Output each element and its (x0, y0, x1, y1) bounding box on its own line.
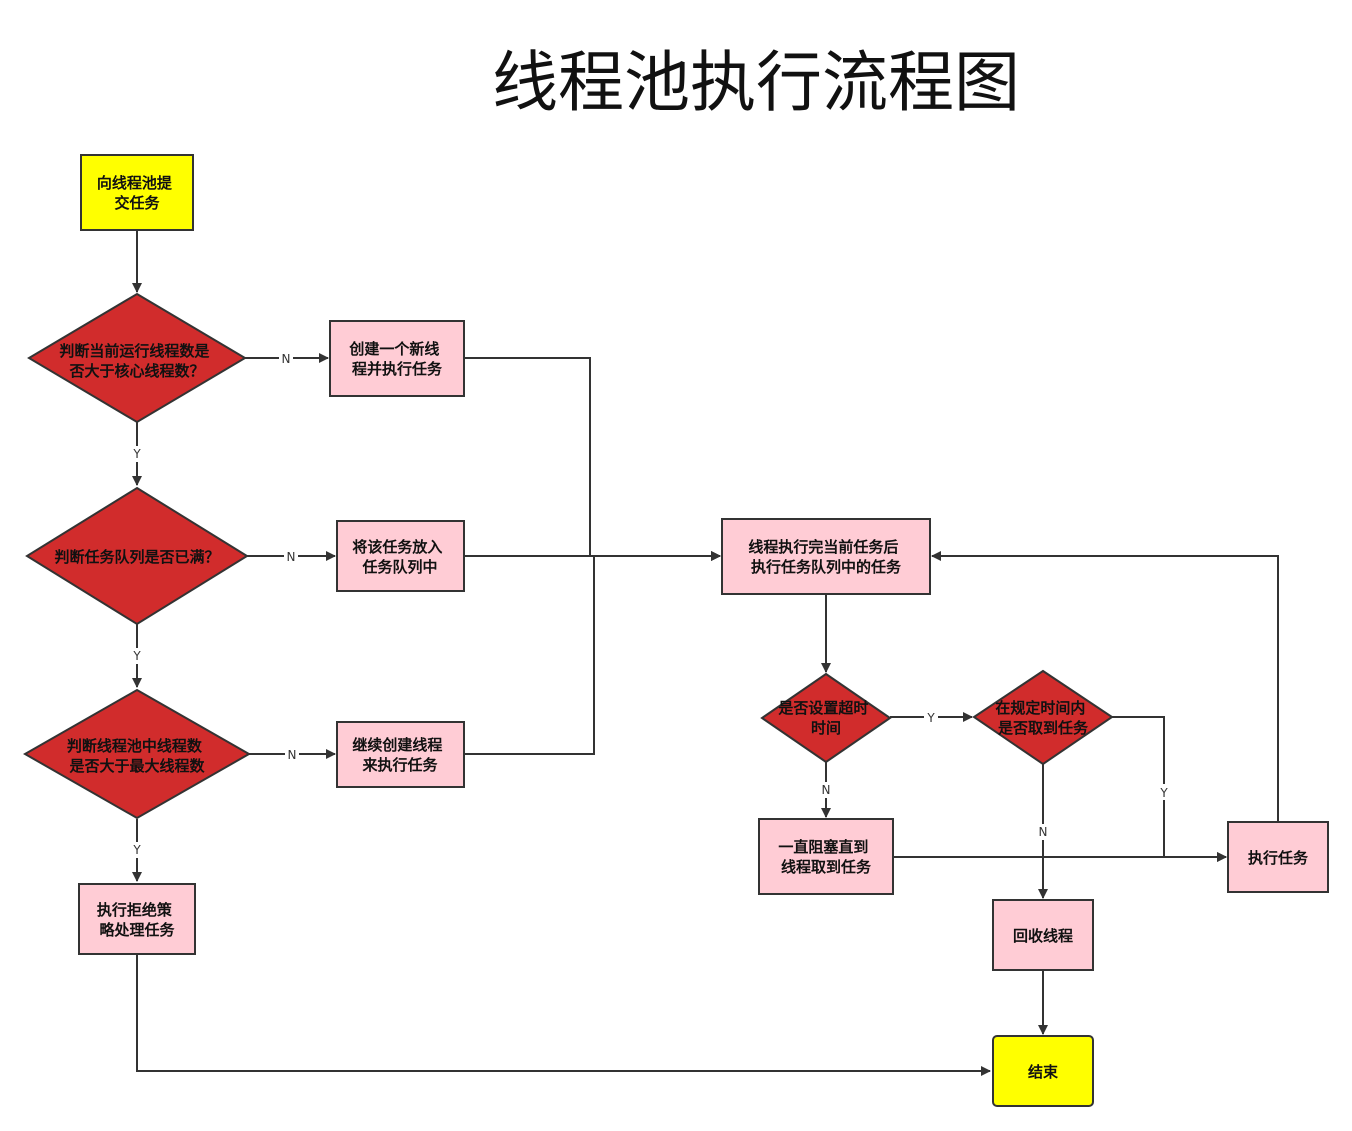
node-core-check-line-1: 判断当前运行线程数是 (59, 342, 210, 360)
edge-label-max-yes: Y (132, 843, 141, 857)
svg-text:结束: 结束 (1028, 1063, 1059, 1081)
node-finish-then-queue: 线程执行完当前任务后 执行任务队列中的任务 (721, 518, 931, 595)
diagram-title: 线程池执行流程图 (492, 44, 1020, 121)
svg-text:创建一个新线 程并执行任务: 创建一个新线 程并执行任务 (348, 340, 444, 378)
node-finish-line-1: 线程执行完当前任务后 (748, 538, 898, 556)
edge-create-new-to-finish (464, 357, 721, 561)
node-max-check-line-2: 是否大于最大线程数 (68, 757, 205, 775)
edge-labels: N Y N Y N Y Y N Y N (130, 350, 1171, 858)
svg-text:一直阻塞直到 线程取到任务: 一直阻塞直到 线程取到任务 (778, 838, 873, 876)
node-queue-check-line-1: 判断任务队列是否已满？ (54, 548, 219, 566)
svg-text:执行任务: 执行任务 (1248, 849, 1309, 867)
svg-text:执行拒绝策 略处理任务: 执行拒绝策 略处理任务 (97, 901, 177, 939)
node-timeout-check: 是否设置超时 时间 (760, 672, 892, 764)
edge-label-queue-yes: Y (132, 649, 141, 663)
edge-label-core-yes: Y (132, 447, 141, 461)
node-block-line-1: 一直阻塞直到 (778, 838, 868, 856)
node-create-new-thread: 创建一个新线 程并执行任务 (329, 320, 465, 397)
svg-text:是否设置超时 时间: 是否设置超时 时间 (777, 699, 873, 737)
node-create-new-line-1: 创建一个新线 (348, 340, 439, 358)
node-reject-line-2: 略处理任务 (99, 921, 175, 939)
edge-create-more-to-finish (464, 551, 721, 755)
node-finish-line-2: 执行任务队列中的任务 (751, 558, 902, 576)
edge-execute-to-finish (931, 551, 1279, 821)
node-end: 结束 (992, 1035, 1094, 1107)
edge-label-max-no: N (288, 748, 297, 762)
edge-label-core-no: N (282, 352, 291, 366)
edge-label-timeout-no: N (822, 783, 831, 797)
node-within-line-2: 是否取到任务 (997, 719, 1089, 737)
edge-reject-to-end (136, 954, 991, 1076)
node-recycle-line-1: 回收线程 (1013, 927, 1073, 945)
node-reject-line-1: 执行拒绝策 (97, 901, 173, 919)
node-core-thread-check: 判断当前运行线程数是 否大于核心线程数？ (27, 292, 247, 424)
node-create-more-thread: 继续创建线程 来执行任务 (336, 721, 465, 788)
svg-text:向线程池提 交任务: 向线程池提 交任务 (97, 174, 177, 212)
node-submit-line-1: 向线程池提 (97, 174, 173, 192)
node-reject-policy: 执行拒绝策 略处理任务 (78, 883, 196, 955)
node-timeout-line-1: 是否设置超时 (777, 699, 868, 717)
node-create-new-line-2: 程并执行任务 (352, 360, 443, 378)
node-execute-line-1: 执行任务 (1248, 849, 1309, 867)
svg-text:判断线程池中线程数 是否大于最大线程数: 判断线程池中线程数 是否大于最大线程数 (67, 737, 207, 775)
svg-text:回收线程: 回收线程 (1013, 927, 1073, 945)
node-block-until-task: 一直阻塞直到 线程取到任务 (758, 818, 894, 895)
node-submit-task: 向线程池提 交任务 (80, 154, 194, 231)
node-end-line-1: 结束 (1028, 1063, 1059, 1081)
edges (132, 230, 1279, 1076)
svg-text:线程执行完当前任务后 执行任务队列中的任务: 线程执行完当前任务后 执行任务队列中的任务 (748, 538, 903, 576)
node-max-thread-check: 判断线程池中线程数 是否大于最大线程数 (22, 688, 252, 820)
node-enqueue-task: 将该任务放入 任务队列中 (336, 520, 465, 592)
node-enqueue-line-1: 将该任务放入 (352, 538, 442, 556)
edge-label-queue-no: N (287, 550, 296, 564)
node-execute-task: 执行任务 (1227, 821, 1329, 893)
svg-text:将该任务放入 任务队列中: 将该任务放入 任务队列中 (352, 538, 447, 576)
edge-label-within-yes: Y (1159, 786, 1168, 800)
node-queue-full-check: 判断任务队列是否已满？ (25, 486, 249, 626)
node-block-line-2: 线程取到任务 (781, 858, 872, 876)
svg-text:判断任务队列是否已满？: 判断任务队列是否已满？ (54, 548, 219, 566)
node-submit-line-2: 交任务 (114, 194, 160, 212)
node-enqueue-line-2: 任务队列中 (361, 558, 437, 576)
node-core-check-line-2: 否大于核心线程数？ (68, 362, 204, 380)
svg-text:判断当前运行线程数是 否大于核心线程数？: 判断当前运行线程数是 否大于核心线程数？ (59, 342, 214, 380)
node-within-line-1: 在规定时间内 (995, 699, 1085, 717)
node-max-check-line-1: 判断线程池中线程数 (67, 737, 203, 755)
edge-label-timeout-yes: Y (926, 711, 935, 725)
svg-text:在规定时间内 是否取到任务: 在规定时间内 是否取到任务 (995, 699, 1090, 737)
node-within-time-check: 在规定时间内 是否取到任务 (972, 669, 1114, 766)
svg-text:继续创建线程 来执行任务: 继续创建线程 来执行任务 (352, 736, 447, 774)
node-create-more-line-1: 继续创建线程 (352, 736, 442, 754)
nodes: 向线程池提 交任务 判断当前运行线程数是 否大于核心线程数？ 创建一个新线 程并… (22, 154, 1329, 1107)
node-create-more-line-2: 来执行任务 (361, 756, 438, 774)
node-recycle-thread: 回收线程 (992, 899, 1094, 971)
edge-label-within-no: N (1039, 825, 1048, 839)
node-timeout-line-2: 时间 (811, 719, 841, 737)
